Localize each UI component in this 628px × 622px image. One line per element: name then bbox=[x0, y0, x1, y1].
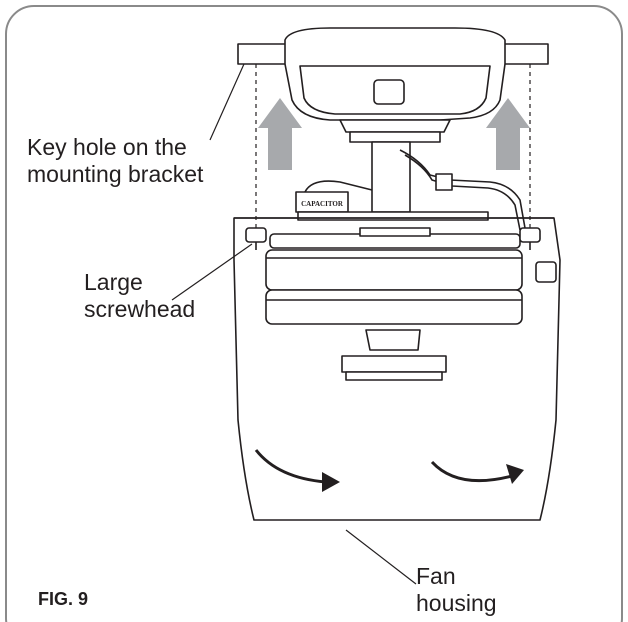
label-key-hole: Key hole on the mounting bracket bbox=[27, 134, 237, 188]
downrod bbox=[371, 141, 411, 213]
large-screwhead-right bbox=[519, 227, 541, 250]
screwhead-leader-line bbox=[171, 243, 253, 301]
label-fan-housing: Fan housing bbox=[416, 563, 536, 617]
capacitor-text: CAPACITOR bbox=[301, 200, 344, 208]
label-key-hole-line2: mounting bracket bbox=[27, 161, 204, 187]
label-fan-line2: housing bbox=[416, 590, 497, 616]
label-large-screwhead: Large screwhead bbox=[84, 269, 224, 323]
mounting-bracket-body bbox=[284, 27, 506, 121]
label-screw-line2: screwhead bbox=[84, 296, 196, 322]
mounting-hub bbox=[339, 119, 451, 133]
fan-housing-leader-line bbox=[345, 529, 417, 585]
figure-label: FIG. 9 bbox=[38, 589, 89, 609]
label-key-hole-line1: Key hole on the bbox=[27, 134, 187, 160]
bracket-slot bbox=[373, 79, 405, 105]
keyhole-leader-line bbox=[209, 63, 245, 141]
curved-arrow-icon bbox=[430, 460, 513, 483]
switch-housing bbox=[365, 329, 421, 351]
canopy-top-plate bbox=[297, 211, 489, 221]
wire-bundle bbox=[399, 149, 526, 229]
curved-arrow-icon bbox=[254, 449, 327, 484]
fan-housing bbox=[233, 217, 561, 521]
up-arrow-icon bbox=[486, 98, 530, 170]
figure-frame bbox=[5, 5, 623, 622]
label-screw-line1: Large bbox=[84, 269, 143, 295]
up-arrow-icon bbox=[258, 98, 302, 170]
label-fan-line1: Fan bbox=[416, 563, 456, 589]
large-screwhead-left bbox=[245, 227, 267, 250]
alignment-guides bbox=[255, 64, 531, 228]
motor-body bbox=[265, 249, 523, 291]
